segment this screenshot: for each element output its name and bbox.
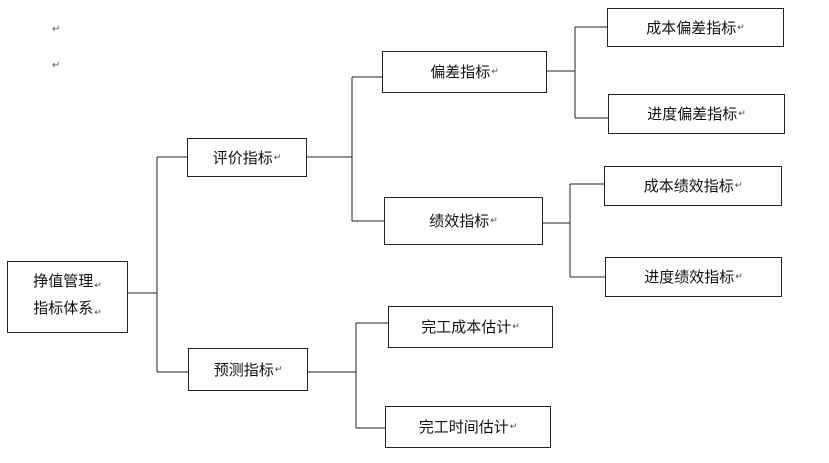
paragraph-mark: ↵: [737, 22, 745, 33]
paragraph-mark: ↵: [735, 272, 743, 282]
paragraph-mark: ↵: [509, 422, 518, 432]
performance-node-box: 绩效指标↵: [384, 197, 543, 245]
paragraph-mark: ↵: [512, 322, 520, 332]
paragraph-mark: ↵: [52, 24, 61, 35]
completion-cost-node-box: 完工成本估计↵: [388, 306, 553, 348]
paragraph-mark: ↵: [491, 67, 499, 77]
paragraph-mark: ↵: [738, 109, 746, 119]
evaluation-node-box: 评价指标↵: [187, 138, 307, 177]
paragraph-mark: ↵: [490, 216, 498, 226]
root-node-line1: 挣值管理↵: [33, 272, 102, 291]
schedule-performance-node-label: 进度绩效指标: [644, 268, 735, 286]
root-node-box: 挣值管理↵ 指标体系↵: [7, 261, 128, 333]
completion-cost-node-label: 完工成本估计: [421, 318, 512, 336]
paragraph-mark: ↵: [273, 152, 282, 163]
paragraph-mark: ↵: [94, 308, 102, 318]
deviation-node-box: 偏差指标↵: [382, 51, 547, 93]
paragraph-mark: ↵: [52, 60, 61, 71]
schedule-deviation-node-box: 进度偏差指标↵: [608, 94, 785, 134]
root-node-line2: 指标体系↵: [33, 299, 102, 318]
paragraph-mark: ↵: [274, 364, 283, 375]
completion-time-node-box: 完工时间估计↵: [385, 406, 551, 448]
cost-deviation-node-label: 成本偏差指标: [646, 18, 737, 37]
cost-performance-node-label: 成本绩效指标: [643, 177, 734, 195]
forecast-node-box: 预测指标↵: [188, 348, 308, 391]
performance-node-label: 绩效指标: [429, 212, 490, 230]
evaluation-node-label: 评价指标: [212, 148, 273, 167]
deviation-node-label: 偏差指标: [430, 63, 491, 81]
cost-performance-node-box: 成本绩效指标↵: [604, 166, 782, 206]
forecast-node-label: 预测指标: [213, 360, 274, 379]
cost-deviation-node-box: 成本偏差指标↵: [607, 8, 784, 47]
completion-time-node-label: 完工时间估计: [418, 418, 509, 436]
schedule-performance-node-box: 进度绩效指标↵: [605, 257, 782, 297]
paragraph-mark: ↵: [734, 181, 743, 191]
schedule-deviation-node-label: 进度偏差指标: [647, 105, 738, 123]
paragraph-mark: ↵: [94, 281, 102, 291]
